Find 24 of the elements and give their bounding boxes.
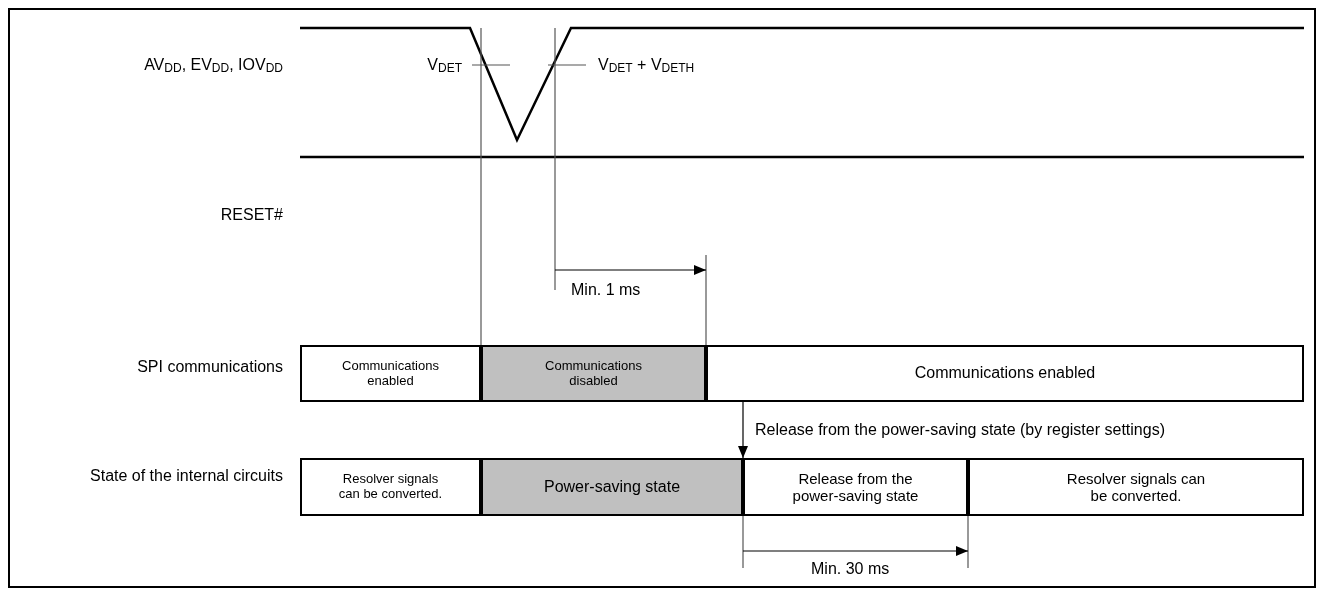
state-segment <box>706 345 1304 402</box>
segment-label: Resolver signals can be converted. <box>1066 469 1206 505</box>
segment-label: Communications disabled <box>544 358 643 389</box>
state-segment <box>300 458 481 516</box>
signal-name: RESET# <box>220 205 283 225</box>
edge-label: Release from the power-saving state (by register settings) <box>755 420 1165 440</box>
signal-name: AV$_{DD}$, EV$_{DD}$, IOV$_{DD}$ <box>144 55 283 77</box>
dimension-label: Min. 30 ms <box>811 559 890 579</box>
segment-label: Resolver signals can be converted. <box>337 472 444 502</box>
dimension-label: Min. 1 ms <box>571 280 641 300</box>
state-segment <box>968 458 1304 516</box>
arrow <box>738 401 748 459</box>
state-segment <box>481 345 706 402</box>
threshold-label: V$_{DET}$ <box>427 55 462 77</box>
signal-name: State of the internal circuits <box>90 466 283 486</box>
segment-label: Communications enabled <box>914 364 1096 383</box>
state-segment <box>300 345 481 402</box>
segment-label: Release from the power-saving state <box>791 469 920 505</box>
state-segment <box>743 458 968 516</box>
segment-label: Power-saving state <box>543 477 681 497</box>
signal-name: SPI communications <box>137 357 283 377</box>
threshold-label: V$_{DET}$ + V$_{DETH}$ <box>598 55 695 77</box>
state-segment <box>481 458 743 516</box>
segment-label: Communications enabled <box>341 358 440 389</box>
